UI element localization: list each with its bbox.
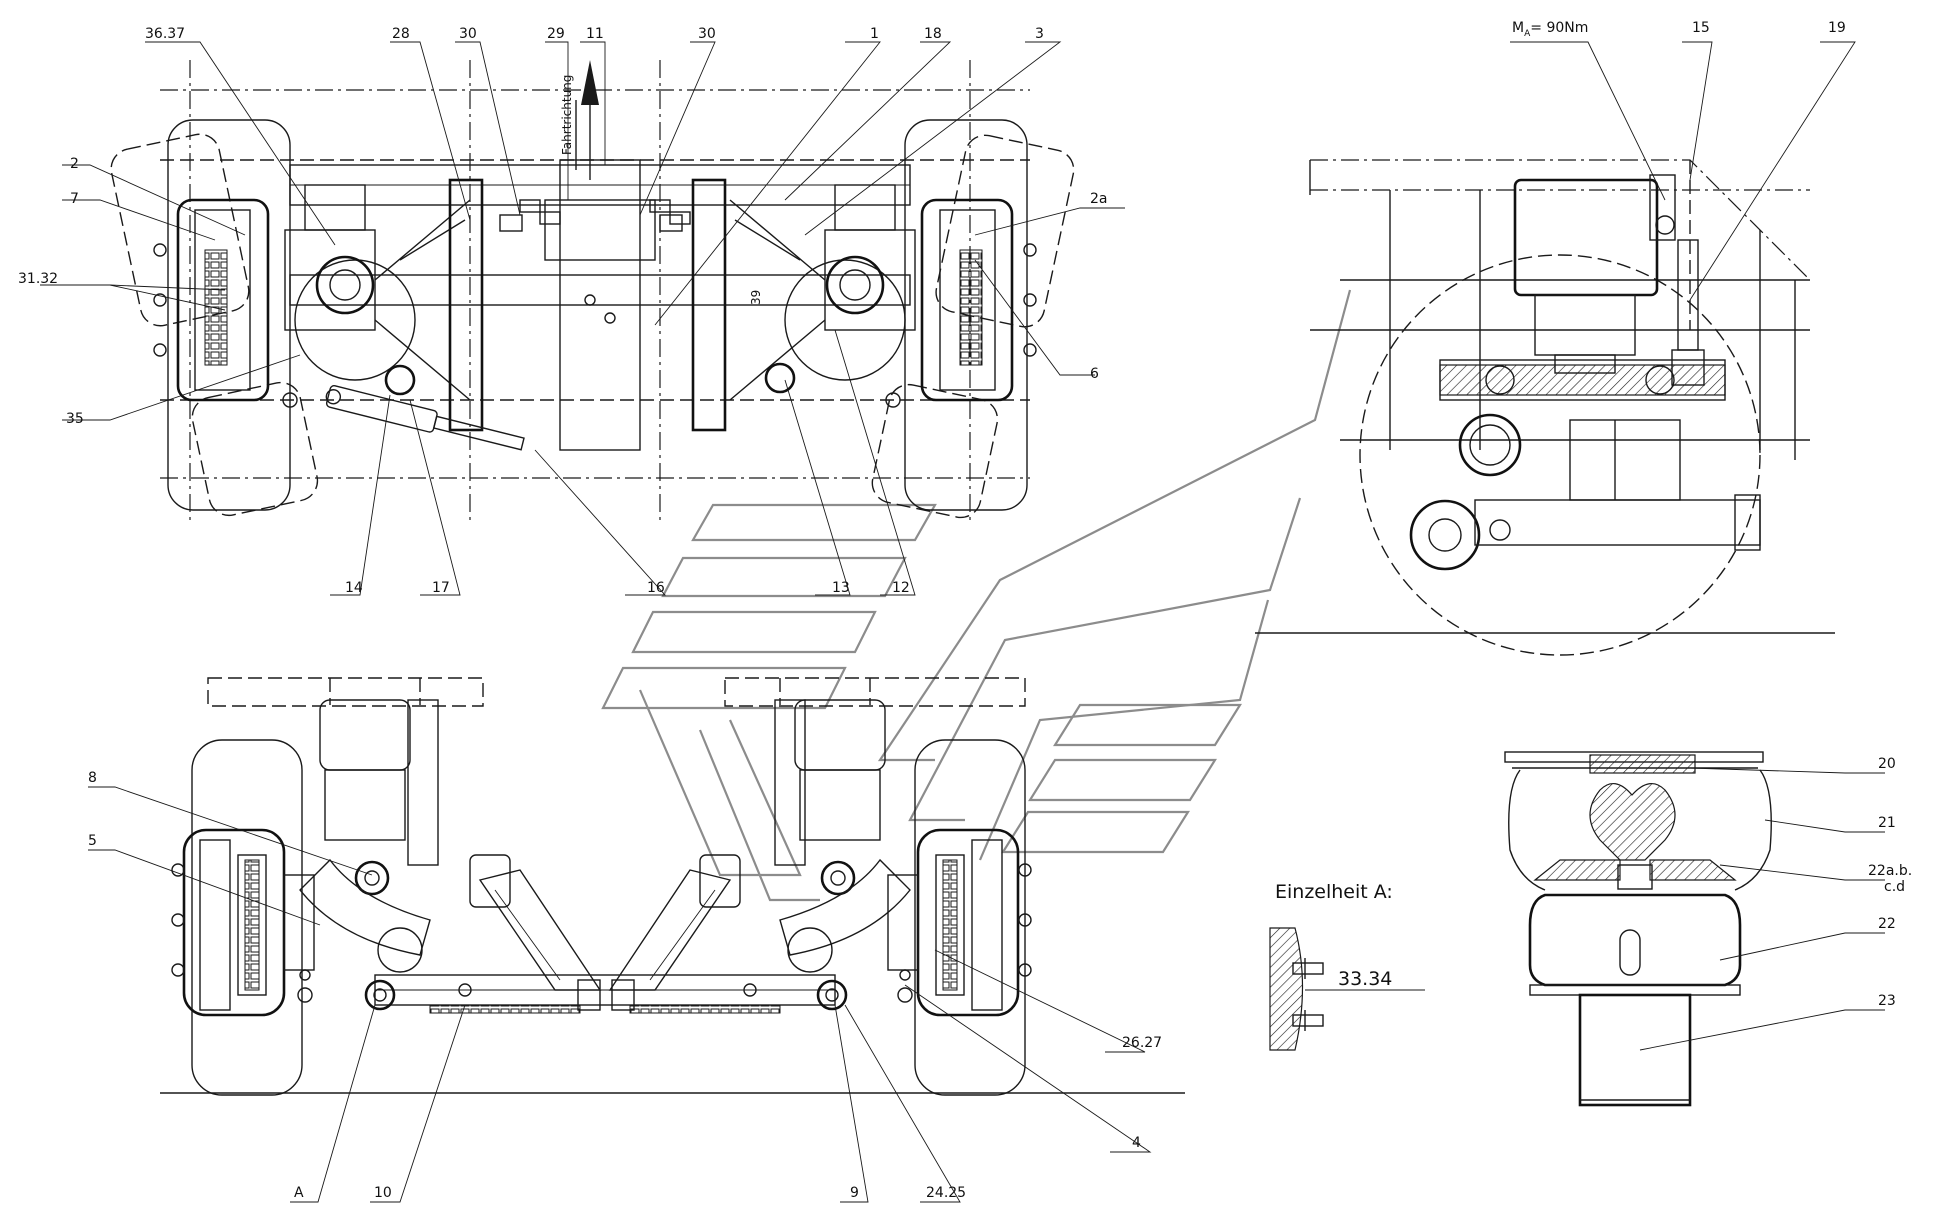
side-detail-view — [1255, 159, 1835, 656]
plan-view: Fahrtrichtung 39 — [110, 60, 1075, 520]
label-8: 8 — [88, 770, 97, 786]
label-9: 9 — [850, 1185, 859, 1201]
label-2: 2 — [70, 156, 79, 172]
label-33-34: 33.34 — [1338, 968, 1392, 990]
small-dimension: 39 — [749, 290, 763, 305]
label-11: 11 — [586, 26, 604, 42]
air-spring-section — [1504, 751, 1772, 1107]
label-29: 29 — [547, 26, 565, 42]
label-15: 15 — [1692, 20, 1710, 36]
label-22abcd-line1: 22a.b. — [1868, 863, 1912, 879]
label-1: 1 — [870, 26, 879, 42]
label-31-32: 31.32 — [18, 271, 58, 287]
label-22abcd-line2: c.d — [1884, 879, 1905, 895]
label-20: 20 — [1878, 756, 1896, 772]
label-16: 16 — [647, 580, 665, 596]
label-2a: 2a — [1090, 191, 1108, 207]
torque-subscript: A — [1524, 29, 1531, 39]
label-19: 19 — [1828, 20, 1846, 36]
label-4: 4 — [1132, 1135, 1141, 1151]
label-26-27: 26.27 — [1122, 1035, 1162, 1051]
label-21: 21 — [1878, 815, 1896, 831]
label-10: 10 — [374, 1185, 392, 1201]
label-18: 18 — [924, 26, 942, 42]
label-30-left: 30 — [459, 26, 477, 42]
label-22: 22 — [1878, 916, 1896, 932]
watermark-logo — [601, 289, 1352, 902]
detail-title: Einzelheit A: — [1275, 881, 1393, 903]
label-30-right: 30 — [698, 26, 716, 42]
label-23: 23 — [1878, 993, 1896, 1009]
label-17: 17 — [432, 580, 450, 596]
label-24-25: 24.25 — [926, 1185, 966, 1201]
torque-symbol: M — [1512, 20, 1524, 36]
label-35: 35 — [66, 411, 84, 427]
callout-labels: 36.37 28 30 29 11 30 1 18 3 2 7 31.32 35… — [18, 20, 1912, 1201]
label-13: 13 — [832, 580, 850, 596]
label-A: A — [294, 1185, 304, 1201]
torque-value: = 90Nm — [1530, 20, 1588, 36]
torque-note: MA= 90Nm — [1512, 20, 1588, 39]
label-36-37: 36.37 — [145, 26, 185, 42]
label-14: 14 — [345, 580, 363, 596]
label-3: 3 — [1035, 26, 1044, 42]
label-28: 28 — [392, 26, 410, 42]
detail-a: Einzelheit A: — [1269, 881, 1393, 1051]
label-5: 5 — [88, 833, 97, 849]
label-7: 7 — [70, 191, 79, 207]
front-view — [160, 677, 1185, 1096]
label-12: 12 — [892, 580, 910, 596]
leader-lines — [40, 41, 1885, 1203]
label-6: 6 — [1090, 366, 1099, 382]
direction-note: Fahrtrichtung — [560, 75, 574, 155]
